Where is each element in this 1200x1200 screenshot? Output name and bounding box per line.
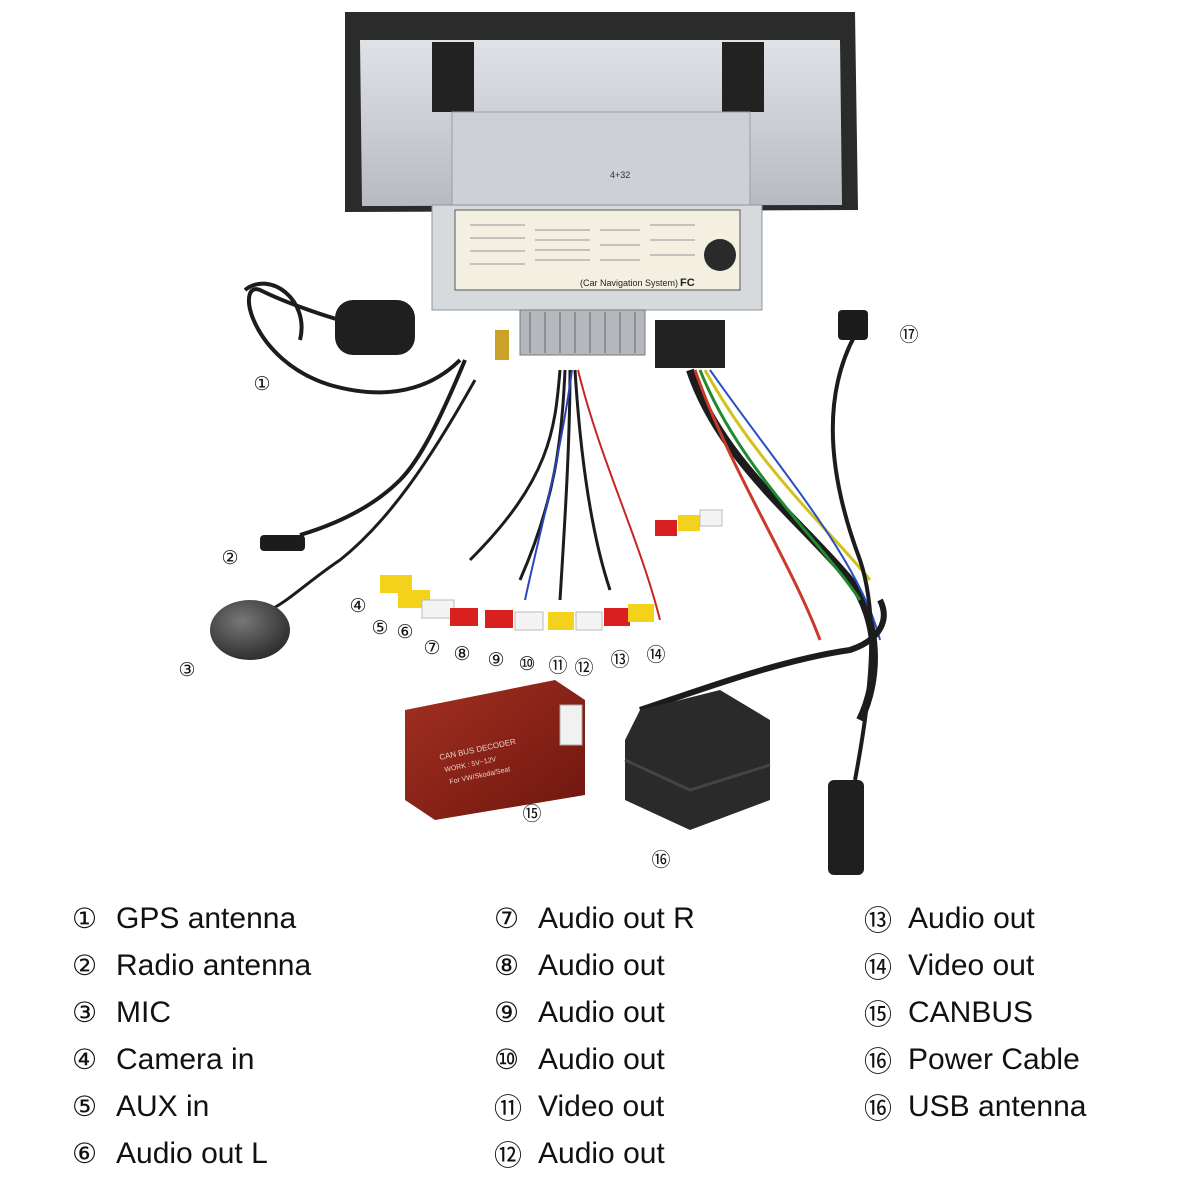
- android-badge: [704, 239, 736, 271]
- rca-harness: [380, 369, 723, 631]
- gps-puck: [335, 300, 415, 355]
- legend-label: MIC: [116, 995, 171, 1029]
- callout-8: ⑧: [453, 643, 471, 665]
- callout-14: ⑭: [646, 643, 666, 666]
- legend-label: Audio out R: [538, 901, 695, 935]
- callout-4: ④: [349, 595, 367, 617]
- callout-1: ①: [253, 373, 271, 395]
- wiring-illustration: 4+32 (Car Navigation System) FC: [210, 12, 887, 875]
- power-connector: [624, 690, 771, 830]
- power-socket: [655, 320, 725, 368]
- callout-16: ⑯: [651, 848, 671, 871]
- callout-17: ⑰: [899, 323, 919, 346]
- mount-bracket-right: [722, 42, 764, 112]
- legend-label: Audio out: [538, 995, 665, 1029]
- legend-label: Audio out: [538, 1042, 665, 1076]
- wiring-loom: [639, 368, 887, 722]
- fc-mark: FC: [680, 277, 695, 289]
- mic-body: [210, 600, 290, 660]
- legend-label: Camera in: [116, 1042, 255, 1076]
- legend-label: Audio out: [538, 948, 665, 982]
- heatsink: [519, 309, 646, 356]
- legend-label: CANBUS: [908, 995, 1034, 1029]
- mount-bracket-left: [432, 42, 474, 112]
- chassis-top: [451, 111, 751, 211]
- usb-plug-top: [838, 310, 868, 340]
- legend-label: GPS antenna: [116, 901, 297, 935]
- legend-label: Video out: [538, 1089, 665, 1123]
- usb-plug-bottom: [828, 780, 864, 875]
- radio-plug: [260, 535, 305, 551]
- antenna-jack: [495, 330, 509, 360]
- legend-label: AUX in: [116, 1089, 210, 1123]
- callout-15: ⑮: [522, 802, 542, 825]
- canbus-decoder: CAN BUS DECODER WORK : 5V~12V For VW/Sko…: [405, 680, 585, 820]
- head-unit: 4+32 (Car Navigation System) FC: [345, 12, 858, 368]
- callout-5: ⑤: [371, 617, 389, 639]
- legend-label: Audio out: [908, 901, 1035, 935]
- legend-label: USB antenna: [908, 1089, 1087, 1123]
- legend-label: Audio out: [538, 1136, 665, 1170]
- label-plate: [454, 209, 741, 291]
- legend-label: Radio antenna: [116, 948, 312, 982]
- microphone: [210, 379, 477, 660]
- callout-7: ⑦: [423, 637, 441, 659]
- callout-3: ③: [178, 659, 196, 681]
- legend-label: Audio out L: [116, 1136, 268, 1170]
- label-plate-grid: [470, 224, 695, 265]
- callout-11: ⑪: [548, 654, 568, 677]
- callout-9: ⑨: [487, 649, 505, 671]
- callout-6: ⑥: [396, 621, 414, 643]
- legend-label: Video out: [908, 948, 1035, 982]
- gps-antenna: [243, 281, 462, 395]
- callout-13: ⑬: [610, 648, 630, 671]
- callout-10: ⑩: [518, 653, 536, 675]
- sticker-code: 4+32: [610, 170, 630, 180]
- usb-cable: [828, 310, 874, 875]
- label-plate-title: (Car Navigation System): [580, 278, 678, 288]
- legend-label: Power Cable: [908, 1042, 1080, 1076]
- callout-12: ⑫: [574, 656, 594, 679]
- callout-2: ②: [221, 547, 239, 569]
- radio-antenna-cable: [260, 359, 467, 551]
